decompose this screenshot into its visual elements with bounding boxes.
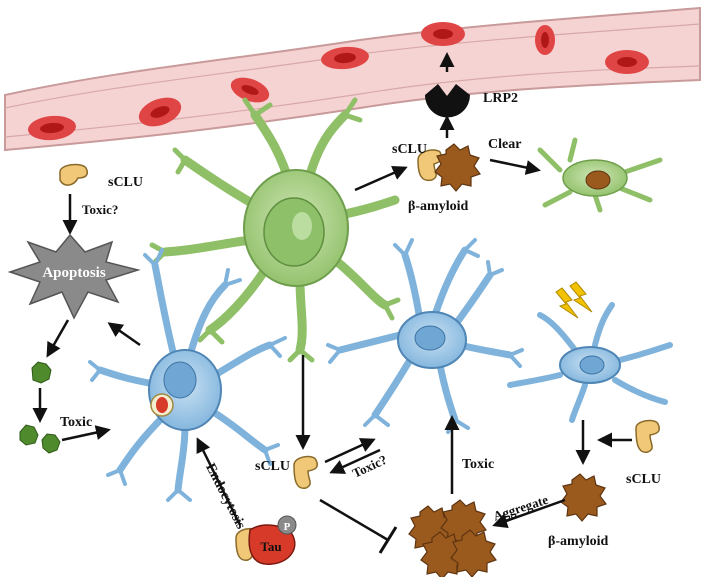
toxic-center-label: Toxic — [462, 457, 494, 472]
clearing-microglia — [537, 137, 663, 213]
sclu-top-label: sCLU — [392, 142, 427, 157]
endocytosis-label: Endocytosis — [202, 461, 248, 532]
apoptosis-label: Apoptosis — [42, 265, 106, 281]
sclu-center-label: sCLU — [255, 459, 290, 474]
lrp2-label: LRP2 — [483, 91, 518, 106]
apoptosis-burst — [7, 233, 141, 320]
tau-protein — [235, 515, 297, 565]
sclu-amyloid-complex — [417, 143, 481, 192]
red-blood-cell — [535, 25, 555, 55]
phospho-label: P — [284, 521, 291, 533]
inhibition-sclu-aggregate — [319, 498, 398, 554]
beta-amyloid-right-label: β-amyloid — [548, 534, 608, 549]
red-blood-cell — [138, 97, 182, 127]
red-blood-cell — [28, 115, 76, 141]
toxic-q-left-label: Toxic? — [82, 202, 118, 217]
arrow-apoptosis-to-debris — [46, 319, 70, 358]
arrow-clear — [489, 158, 541, 175]
tau-label: Tau — [260, 539, 281, 554]
arrow-astrocyte-to-apoptosis — [107, 322, 141, 347]
red-blood-cell — [605, 50, 649, 74]
arrow-toxic-left — [61, 425, 111, 442]
arrow-sclu-to-astrocyte — [324, 438, 376, 464]
sclu-right-label: sCLU — [626, 472, 661, 487]
lrp2-receptor — [425, 52, 470, 138]
red-blood-cell — [230, 77, 270, 103]
clear-label: Clear — [488, 137, 521, 152]
microglia-cell — [149, 97, 401, 363]
aggregate-label: Aggregate — [491, 492, 550, 524]
sclu-left-icon — [59, 163, 89, 186]
cell-debris — [19, 361, 61, 454]
beta-amyloid-top-label: β-amyloid — [408, 199, 468, 214]
astrocyte-left — [88, 248, 287, 502]
amyloid-aggregate — [408, 499, 497, 577]
lightning-icon — [555, 281, 593, 319]
astrocyte-right — [507, 302, 673, 423]
toxic-left-label: Toxic — [60, 415, 92, 430]
red-blood-cells — [28, 22, 649, 141]
arrow-astrocyte-to-sclu — [329, 448, 381, 474]
astrocyte-middle — [326, 238, 524, 434]
sclu-center-icon — [293, 455, 319, 489]
red-blood-cell — [321, 46, 369, 70]
sclu-left-label: sCLU — [108, 175, 143, 190]
arrow-endocytosis — [196, 437, 242, 526]
red-blood-cell — [421, 22, 465, 46]
blood-vessel — [4, 6, 701, 152]
arrow-aggregate — [492, 498, 566, 529]
sclu-right-icon — [635, 419, 661, 453]
amyloid-right — [560, 473, 607, 522]
arrow-microglia-to-sclu — [354, 165, 408, 192]
